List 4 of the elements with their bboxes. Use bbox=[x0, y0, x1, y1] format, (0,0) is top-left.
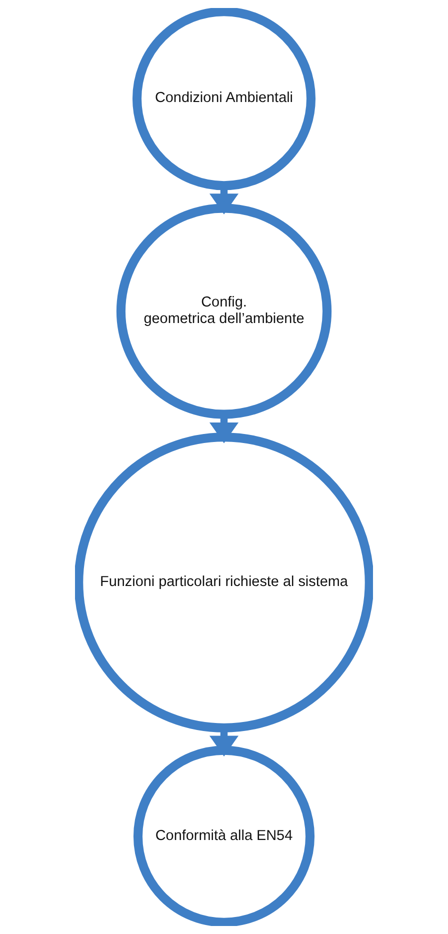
node-circle: Funzioni particolari richieste al sistema bbox=[75, 432, 373, 732]
node-circle: Config. geometrica dell’ambiente bbox=[116, 204, 332, 419]
node-circle: Condizioni Ambientali bbox=[132, 8, 316, 190]
node-circle: Conformità alla EN54 bbox=[133, 746, 315, 926]
